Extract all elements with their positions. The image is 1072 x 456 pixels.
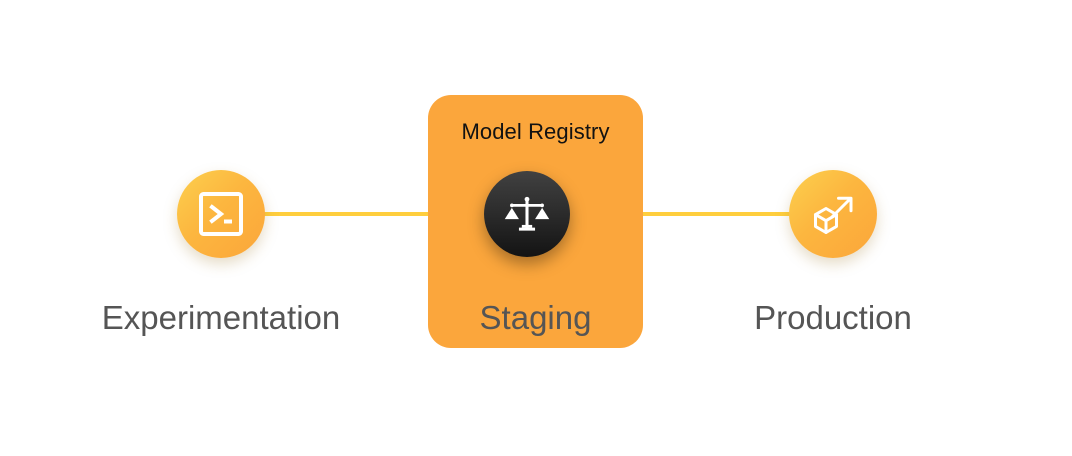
stage-label-staging: Staging	[479, 299, 592, 336]
stage-label-production: Production	[754, 299, 912, 336]
terminal-icon	[197, 190, 245, 238]
stage-badge-experimentation[interactable]	[177, 170, 265, 258]
connector-experimentation-to-staging	[248, 212, 448, 216]
cube-deploy-arrow-icon	[808, 189, 858, 239]
stage-label-experimentation: Experimentation	[101, 299, 341, 336]
balance-scales-icon	[504, 191, 550, 237]
stage-badge-staging[interactable]	[484, 171, 570, 257]
model-registry-card-title: Model Registry	[461, 119, 610, 144]
stage-badge-production[interactable]	[789, 170, 877, 258]
connector-staging-to-production	[626, 212, 816, 216]
